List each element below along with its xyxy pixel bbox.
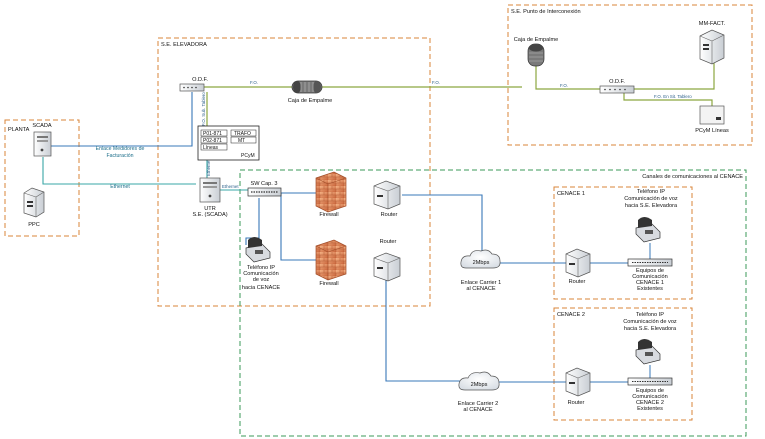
carrier-2-label-1: Enlace Carrier 2	[458, 401, 498, 407]
label-fo-tablero: F.O. En Sit. Tablero	[654, 94, 692, 99]
odf-2-label: O.D.F.	[609, 79, 625, 85]
label-ethernet-horizontal: Ethernet	[222, 184, 239, 189]
area-se-elevadora	[157, 37, 431, 307]
ethernet-links	[42, 157, 248, 191]
router-cenace-1	[565, 248, 591, 278]
label-ethernet: Ethernet	[110, 184, 130, 190]
odf-1	[179, 83, 205, 92]
cloud-2-label: 2Mbps	[471, 382, 488, 388]
area-se-punto	[507, 4, 753, 146]
label-fo-3: F.O.	[560, 83, 568, 88]
pcym-row-2: P02-871	[203, 138, 222, 144]
label-fo-1: F.O.	[250, 80, 258, 85]
carrier-2-label-2: al CENACE	[463, 407, 492, 413]
ip-phone-c2-label-2: Comunicación de voz	[623, 319, 677, 325]
area-canales-title: Canales de comunicaciones al CENACE	[642, 174, 743, 180]
equipos-c1-label-3: CENACE 1	[636, 280, 664, 286]
ip-phone-cenace-2-icon	[635, 339, 661, 365]
area-cenace1	[553, 186, 693, 300]
utr-device	[199, 177, 221, 203]
pcym-row-3: Líneas	[203, 145, 219, 151]
router-1-label: Router	[381, 212, 398, 218]
equipos-c1-label-4: Existentes	[637, 286, 663, 292]
ip-phone-local-label-2: Comunicación	[243, 271, 278, 277]
equipos-cenace-1	[627, 258, 673, 267]
pcym-right-2: MT	[238, 138, 245, 144]
firewall-2	[315, 239, 347, 281]
ip-phone-c2-label-3: hacia S.E. Elevadora	[624, 326, 677, 332]
equipos-c2-label-2: Comunicación	[632, 394, 667, 400]
caja-empalme-1-label: Caja de Empalme	[288, 98, 332, 104]
ppc-label: PPC	[28, 222, 40, 228]
area-se-elevadora-title: S.E. ELEVADORA	[161, 42, 207, 48]
firewall-2-label: Firewall	[319, 281, 338, 287]
router-cenace-1-label: Router	[569, 279, 586, 285]
firewall-1	[315, 171, 347, 213]
carrier-1-label-2: al CENACE	[466, 286, 495, 292]
scada-label: SCADA	[32, 123, 52, 129]
equipos-c2-label-1: Equipos de	[636, 388, 664, 394]
utr-label-2: S.E. (SCADA)	[192, 212, 227, 218]
router-2-label: Router	[380, 239, 397, 245]
router-2	[373, 252, 401, 282]
ip-phone-c1-label-2: Comunicación de voz	[624, 196, 678, 202]
switch-label: SW Cap. 3	[250, 181, 277, 187]
pcym-label: PCyM	[241, 153, 255, 159]
area-boxes	[4, 4, 753, 437]
area-cenace2-title: CENACE 2	[557, 312, 585, 318]
area-cenace2	[553, 307, 693, 421]
cloud-2-icon	[458, 371, 500, 391]
equipos-c1-label-1: Equipos de	[636, 268, 664, 274]
label-ethernet-vertical: Ethernet	[206, 159, 211, 176]
odf-1-label: O.D.F.	[192, 77, 208, 83]
label-fo-subida: F.O. Sub. Tablero	[201, 92, 206, 126]
mm-fact-label: MM-FACT.	[699, 21, 726, 27]
area-planta	[4, 119, 80, 237]
ip-phone-local-icon	[245, 237, 271, 263]
firewall-1-label: Firewall	[319, 212, 338, 218]
ip-phone-local-label-4: hacia CENACE	[242, 285, 281, 291]
mm-fact-server	[699, 29, 725, 65]
scada-server	[33, 131, 52, 157]
equipos-c1-label-2: Comunicación	[632, 274, 667, 280]
router-cenace-2-label: Router	[568, 400, 585, 406]
caja-empalme-1	[291, 80, 323, 94]
pcym-row-1: P01-871	[203, 131, 222, 137]
router-1	[373, 180, 401, 210]
utr-label-1: UTR	[204, 206, 216, 212]
equipos-c2-label-3: CENACE 2	[636, 400, 664, 406]
pcym-lineas-device	[699, 105, 725, 125]
pcym-panel	[197, 125, 260, 161]
cloud-1-label: 2Mbps	[473, 260, 490, 266]
label-enlace-medidores-1: Enlace Medidores de	[96, 146, 145, 152]
area-se-punto-title: S.E. Punto de Interconexión	[511, 9, 581, 15]
cloud-1-icon	[460, 249, 501, 269]
ip-phone-cenace-1-icon	[635, 217, 661, 243]
label-enlace-medidores-2: Facturación	[106, 153, 133, 159]
router-cenace-2	[565, 367, 591, 397]
ppc-server	[23, 187, 45, 218]
ip-phone-c2-label-1: Teléfono IP	[636, 312, 664, 318]
area-canales	[239, 169, 747, 437]
switch-device	[247, 187, 282, 197]
blue-links	[51, 92, 628, 383]
pcym-lineas-label: PCyM Líneas	[695, 128, 729, 134]
ip-phone-local-label-3: de voz	[253, 277, 270, 283]
ip-phone-local-label-1: Teléfono IP	[247, 265, 275, 271]
equipos-c2-label-4: Existentes	[637, 406, 663, 412]
label-fo-2: F.O.	[432, 80, 440, 85]
odf-2	[599, 85, 635, 94]
ip-phone-c1-label-3: hacia S.E. Elevadora	[625, 203, 678, 209]
equipos-cenace-2	[627, 377, 673, 386]
area-planta-title: PLANTA	[8, 127, 30, 133]
caja-empalme-2	[527, 43, 545, 67]
fiber-links	[204, 63, 715, 128]
carrier-1-label-1: Enlace Carrier 1	[461, 280, 501, 286]
caja-empalme-2-label: Caja de Empalme	[514, 37, 558, 43]
ip-phone-c1-label-1: Teléfono IP	[637, 189, 665, 195]
area-cenace1-title: CENACE 1	[557, 191, 585, 197]
pcym-right-1: TRAFO	[234, 131, 251, 137]
